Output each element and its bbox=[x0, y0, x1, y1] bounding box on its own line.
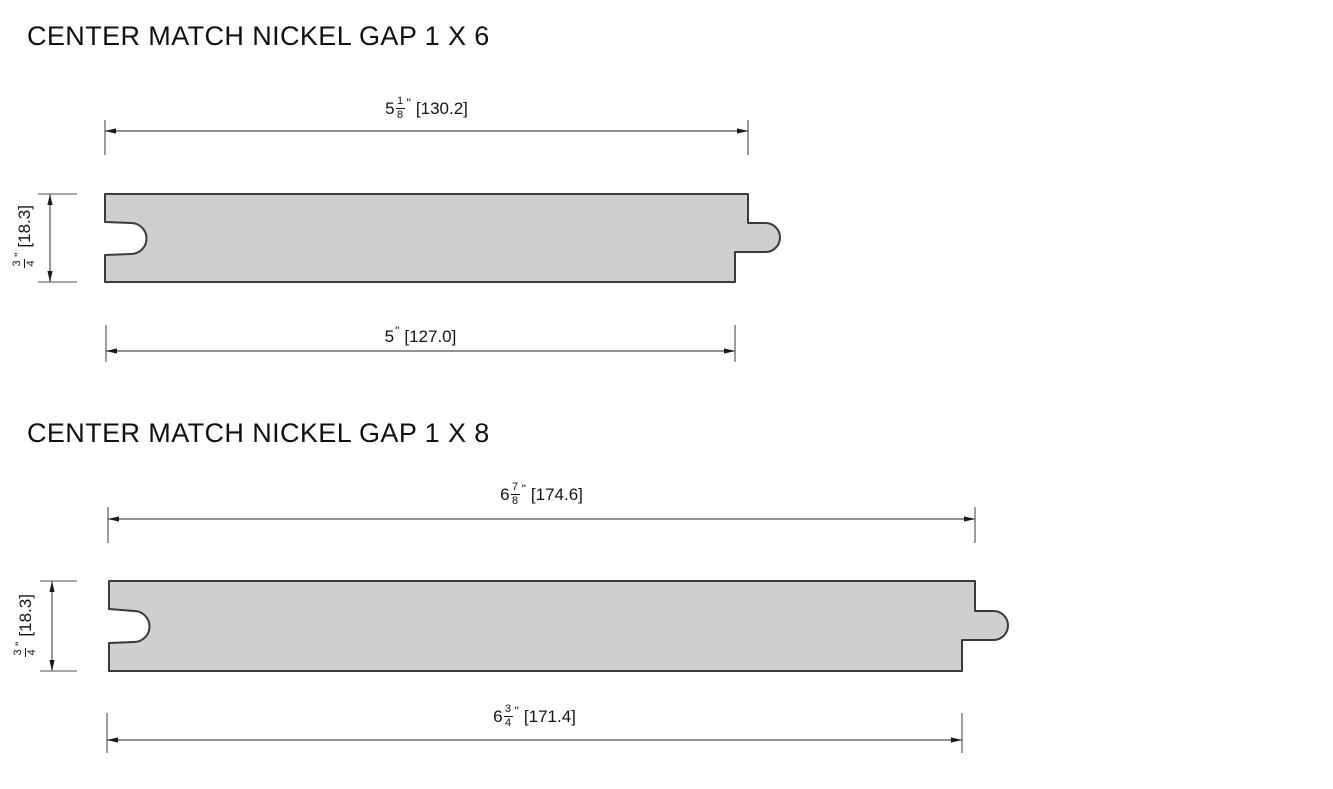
dim-overall-width-1x6 bbox=[104, 120, 749, 155]
board-1x8-drawing bbox=[40, 507, 1009, 753]
arrowhead-up-icon bbox=[49, 581, 55, 592]
dim-whole: 6 bbox=[493, 706, 503, 726]
dim-whole: 6 bbox=[500, 484, 510, 504]
dim-thickness-1x6 bbox=[38, 193, 77, 283]
dim-label-face-width-1x6: 5" [127.0] bbox=[106, 323, 735, 349]
board-1x8-profile bbox=[108, 580, 1009, 672]
arrowhead-left-icon bbox=[106, 348, 117, 354]
fraction-numerator: 3 bbox=[10, 258, 25, 268]
dim-mm-value: [130.2] bbox=[415, 98, 468, 118]
fraction-denominator: 4 bbox=[505, 716, 512, 729]
drawing-title-1x8: CENTER MATCH NICKEL GAP 1 X 8 bbox=[27, 418, 490, 448]
dim-unit: " bbox=[12, 252, 26, 257]
arrowhead-down-icon bbox=[49, 660, 55, 671]
dim-mm-value: [171.4] bbox=[523, 706, 576, 726]
arrowhead-right-icon bbox=[724, 348, 735, 354]
dim-face-width-1x8 bbox=[106, 713, 963, 753]
arrowhead-right-icon bbox=[951, 737, 962, 743]
fraction-denominator: 4 bbox=[25, 649, 38, 656]
dim-face-width-1x6 bbox=[105, 325, 736, 362]
dim-mm-value: [18.3] bbox=[15, 594, 35, 637]
fraction-denominator: 8 bbox=[512, 494, 519, 507]
dim-mm-value: [127.0] bbox=[404, 326, 457, 346]
board-1x6-drawing bbox=[38, 120, 781, 362]
dim-whole: 5 bbox=[384, 326, 395, 346]
fraction-numerator: 7 bbox=[510, 480, 520, 495]
fraction-numerator: 1 bbox=[395, 94, 405, 109]
arrowhead-left-icon bbox=[107, 737, 118, 743]
dim-unit: " bbox=[406, 96, 411, 110]
arrowhead-right-icon bbox=[737, 128, 748, 134]
dim-whole: 5 bbox=[385, 98, 395, 118]
arrowhead-up-icon bbox=[47, 194, 53, 205]
dim-mm-value: [174.6] bbox=[530, 484, 583, 504]
arrowhead-left-icon bbox=[108, 516, 119, 522]
dim-mm-value: [18.3] bbox=[14, 205, 34, 248]
dim-unit: " bbox=[514, 704, 519, 718]
dim-unit: " bbox=[521, 482, 526, 496]
arrowhead-down-icon bbox=[47, 271, 53, 282]
dim-unit: " bbox=[13, 641, 27, 646]
fraction-denominator: 8 bbox=[397, 108, 404, 121]
dim-thickness-1x8 bbox=[40, 580, 77, 672]
fraction-numerator: 3 bbox=[11, 647, 26, 657]
drawing-title-1x6: CENTER MATCH NICKEL GAP 1 X 6 bbox=[27, 21, 490, 51]
dim-overall-width-1x8 bbox=[107, 507, 976, 543]
board-1x6-profile bbox=[104, 193, 781, 283]
fraction-numerator: 3 bbox=[503, 702, 513, 717]
dim-unit: " bbox=[395, 324, 400, 338]
arrowhead-left-icon bbox=[105, 128, 116, 134]
fraction-denominator: 4 bbox=[24, 260, 37, 267]
arrowhead-right-icon bbox=[964, 516, 975, 522]
